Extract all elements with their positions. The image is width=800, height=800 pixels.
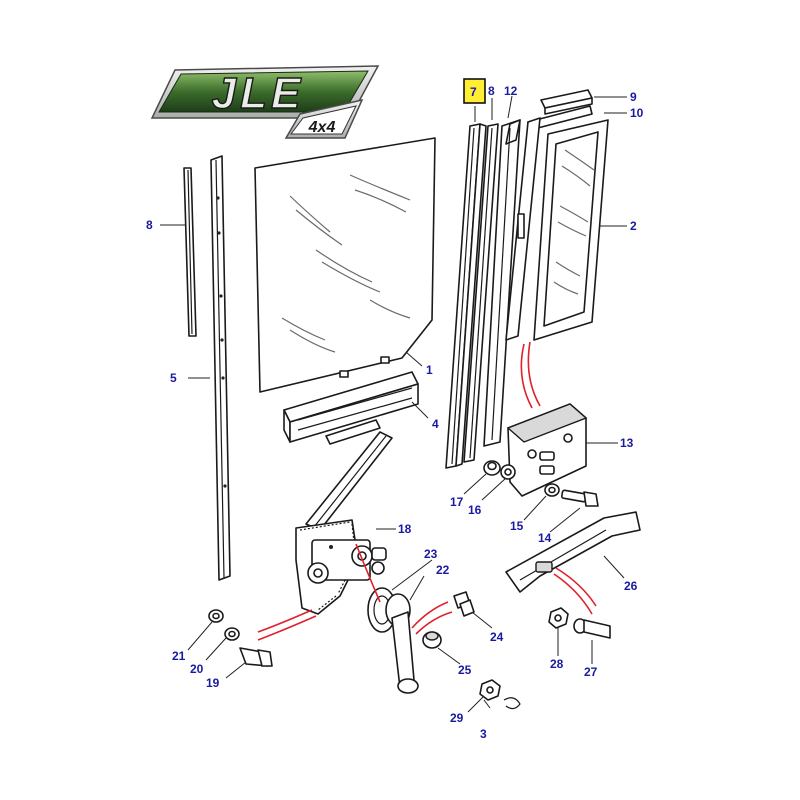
callout-29[interactable]: 29	[450, 711, 464, 725]
callout-10[interactable]: 10	[630, 106, 644, 120]
jle-4x4-logo: JLE 4x4	[150, 65, 380, 139]
part-9-top-channel	[540, 89, 593, 115]
part-2-quarter-glass	[517, 119, 609, 341]
part-25-cap	[422, 631, 442, 649]
callout-19[interactable]: 19	[206, 676, 220, 690]
callout-16[interactable]: 16	[468, 503, 482, 517]
callout-2[interactable]: 2	[630, 219, 637, 233]
part-3-spring-clip	[503, 697, 521, 710]
part-4-glass-lift-channel	[283, 371, 419, 445]
callout-4[interactable]: 4	[432, 417, 439, 431]
part-26-door-handle	[505, 511, 641, 593]
assembly-indicator-lines	[257, 341, 597, 641]
highlight-box-part-7	[463, 78, 486, 104]
part-20-washer	[224, 627, 240, 641]
callout-18[interactable]: 18	[398, 522, 412, 536]
callout-labels: 1 2 3 4 5 7 8 8 9 10 12 13 14 15 16 17 1…	[146, 84, 644, 741]
logo-main-text: JLE	[212, 69, 305, 118]
callout-27[interactable]: 27	[584, 665, 598, 679]
part-7-run-channel	[445, 123, 487, 469]
part-13-mounting-bracket	[506, 403, 588, 497]
callout-15[interactable]: 15	[510, 519, 524, 533]
callout-8-left[interactable]: 8	[146, 218, 153, 232]
callout-8-right[interactable]: 8	[488, 84, 495, 98]
callout-26[interactable]: 26	[624, 579, 638, 593]
part-14-bolt	[561, 489, 599, 507]
part-24-bolt	[453, 591, 475, 617]
callout-14[interactable]: 14	[538, 531, 552, 545]
callout-23[interactable]: 23	[424, 547, 438, 561]
callout-22[interactable]: 22	[436, 563, 450, 577]
part-8-run-channel-seal	[463, 123, 499, 463]
part-5-channel-rail	[210, 155, 231, 581]
part-28-nut	[548, 607, 569, 629]
callout-9[interactable]: 9	[630, 90, 637, 104]
callout-1[interactable]: 1	[426, 363, 433, 377]
part-18-window-regulator	[295, 431, 393, 615]
callout-12[interactable]: 12	[504, 84, 518, 98]
callout-28[interactable]: 28	[550, 657, 564, 671]
part-17-nut	[483, 460, 501, 476]
callout-25[interactable]: 25	[458, 663, 472, 677]
callout-7[interactable]: 7	[470, 85, 477, 99]
part-22-winder-handle	[385, 593, 419, 694]
part-27-screw	[573, 618, 611, 639]
callout-17[interactable]: 17	[450, 495, 464, 509]
part-16-washer	[500, 464, 516, 480]
part-15-washer	[544, 483, 560, 497]
callout-24[interactable]: 24	[490, 630, 504, 644]
part-12-guide-channel	[483, 119, 521, 447]
part-29-nut	[479, 679, 501, 701]
callout-5[interactable]: 5	[170, 371, 177, 385]
callout-20[interactable]: 20	[190, 662, 204, 676]
part-21-washer	[208, 609, 224, 623]
callout-13[interactable]: 13	[620, 436, 634, 450]
part-8-left-seal-strip	[183, 167, 197, 337]
callout-3[interactable]: 3	[480, 727, 487, 741]
callout-21[interactable]: 21	[172, 649, 186, 663]
leader-lines	[160, 95, 627, 713]
part-19-bolt	[239, 647, 273, 667]
logo-sub-text: 4x4	[308, 119, 336, 136]
part-1-door-glass	[254, 137, 436, 393]
